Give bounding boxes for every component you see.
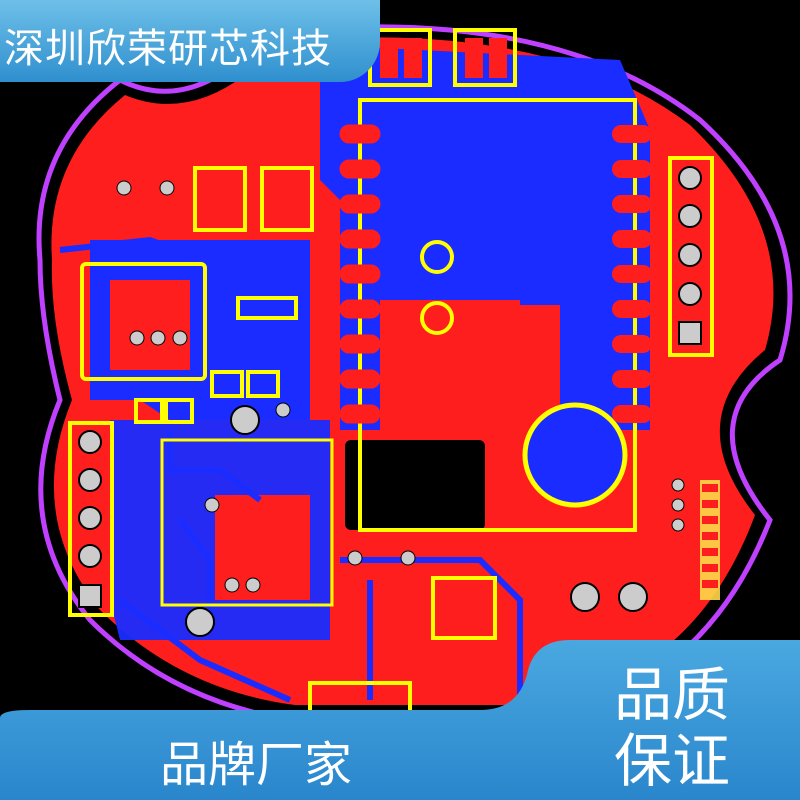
module-pads-right bbox=[612, 125, 652, 423]
regulator-outline bbox=[80, 262, 207, 381]
copper-pad-large bbox=[390, 305, 560, 445]
mcu-outline bbox=[160, 438, 334, 607]
brand-slogan: 品牌厂家 bbox=[160, 737, 353, 793]
antenna-pad bbox=[522, 402, 628, 508]
quality-slogan: 品质 保证 bbox=[582, 662, 762, 794]
led-pad bbox=[185, 607, 215, 637]
header-right-pins bbox=[678, 166, 702, 345]
copper-pad-left bbox=[110, 280, 190, 370]
company-name: 深圳欣荣研芯科技 bbox=[4, 26, 332, 72]
quality-slogan-line2: 保证 bbox=[613, 727, 730, 795]
test-pad bbox=[570, 582, 600, 612]
header-left-pins bbox=[78, 430, 102, 608]
module-pads-left bbox=[339, 124, 381, 424]
ic-body bbox=[345, 440, 485, 530]
silkscreen-marks bbox=[700, 480, 720, 600]
mount-hole bbox=[420, 240, 454, 274]
bottom-copper-area bbox=[320, 45, 650, 430]
test-pad bbox=[618, 582, 648, 612]
company-banner: 深圳欣荣研芯科技 bbox=[0, 0, 380, 82]
led-pad bbox=[230, 405, 260, 435]
smd-pads-top bbox=[380, 38, 507, 631]
quality-slogan-line1: 品质 bbox=[613, 661, 730, 729]
mount-hole bbox=[420, 301, 454, 335]
header-right-outline bbox=[668, 156, 714, 357]
vias bbox=[116, 180, 685, 593]
header-left-outline bbox=[68, 421, 114, 617]
